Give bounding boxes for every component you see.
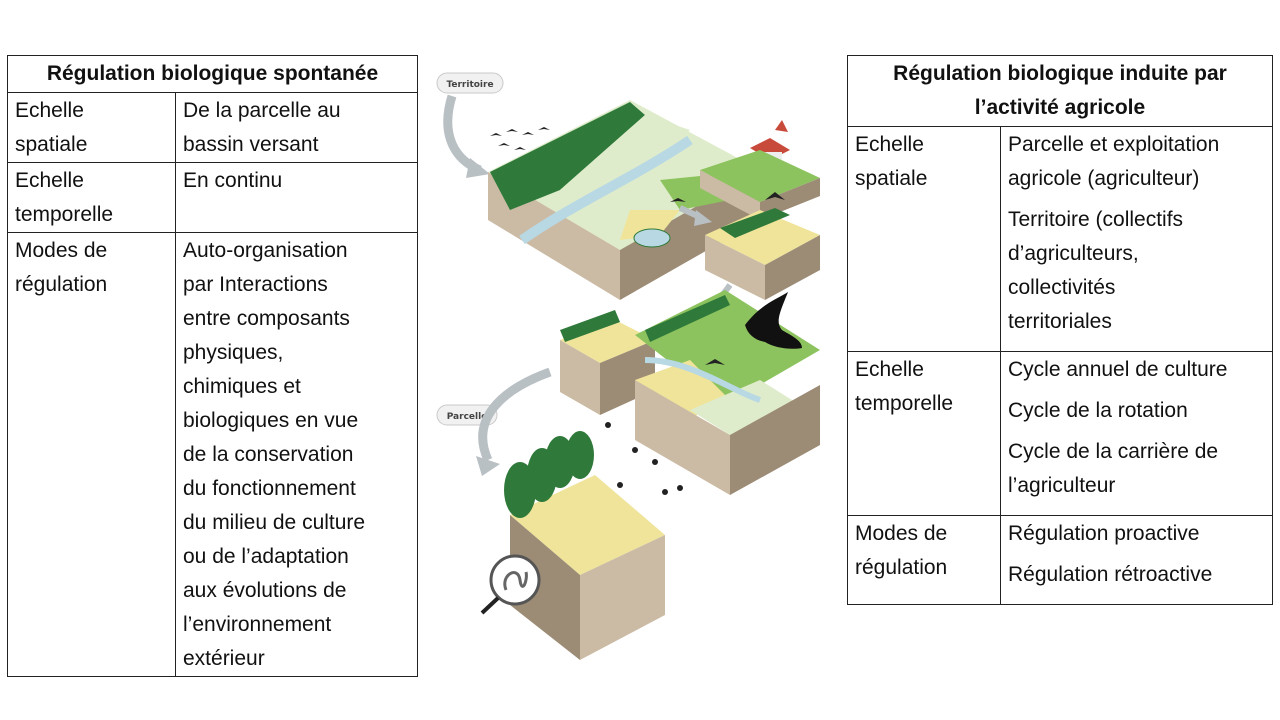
label-line: spatiale [855,167,928,190]
value-line: Cycle de la carrière de [1008,440,1219,463]
value-line: Cycle annuel de culture [1008,358,1228,381]
value-line: physiques, [183,341,284,364]
value-line: de la conservation [183,443,354,466]
value-line: aux évolutions de [183,579,347,602]
value-line: Cycle de la rotation [1008,399,1188,422]
farm-field-block [635,290,820,495]
zoom-arrow [443,94,482,175]
row-value: Auto-organisation par Interactions entre… [175,232,418,677]
insect-icons [605,422,683,495]
value-line: par Interactions [183,273,328,296]
bird-icon [670,198,686,202]
value-line: Auto-organisation [183,239,348,262]
value-line: d’agriculteurs, [1008,242,1139,265]
label-line: régulation [855,556,948,579]
value-line: l’agriculteur [1008,474,1116,497]
table-title: Régulation biologique induite par l’acti… [847,55,1273,127]
zoom-arrow [478,367,552,462]
value-line: du fonctionnement [183,477,356,500]
table-row: Modes de régulation Auto-organisation pa… [7,232,418,677]
bird-icon [765,192,785,200]
value-line: En continu [183,169,283,192]
spontaneous-regulation-table: Régulation biologique spontanée Echelle … [7,55,418,677]
row-label: Modes de régulation [847,515,1001,605]
induced-regulation-table: Régulation biologique induite par l’acti… [847,55,1273,605]
value-line: Parcelle et exploitation [1008,133,1220,156]
parcelle-tag-label: Parcelle [447,412,488,422]
label-line: temporelle [15,203,114,226]
title-line: l’activité agricole [974,96,1146,119]
label-line: spatiale [15,133,88,156]
label-line: Modes de [855,522,948,545]
table-title: Régulation biologique spontanée [7,55,418,93]
value-line: ou de l’adaptation [183,545,349,568]
table-row: Echelle temporelle En continu [7,162,418,233]
value-line: du milieu de culture [183,511,366,534]
label-line: temporelle [855,392,954,415]
magnifier-earthworm-icon [480,554,541,615]
value-line: biologiques en vue [183,409,359,432]
bird-icon [705,359,725,365]
territory-block [488,100,790,300]
value-line: l’environnement [183,613,332,636]
row-value: Cycle annuel de culture Cycle de la rota… [1000,351,1273,516]
parcel-block [504,431,665,660]
value-line: Régulation rétroactive [1008,563,1213,586]
territoire-tag: Territoire [436,72,504,94]
value-line: territoriales [1008,310,1112,333]
row-label: Echelle temporelle [847,351,1001,516]
row-value: Régulation proactive Régulation rétroact… [1000,515,1273,605]
value-line: entre composants [183,307,350,330]
label-line: Echelle [855,358,924,381]
row-label: Modes de régulation [7,232,176,677]
value-line: collectivités [1008,276,1116,299]
table-row: Modes de régulation Régulation proactive… [847,515,1273,605]
table-row: Echelle temporelle Cycle annuel de cultu… [847,351,1273,516]
table-row: Echelle spatiale De la parcelle au bassi… [7,92,418,163]
value-line: De la parcelle au [183,99,341,122]
label-line: régulation [15,273,108,296]
value-line: Territoire (collectifs [1008,208,1184,231]
row-value: De la parcelle au bassin versant [175,92,418,163]
hedge-field-block [705,208,820,300]
tree-icons [504,431,594,518]
value-line: extérieur [183,647,265,670]
title-line: Régulation biologique induite par [893,62,1227,85]
table-row: Echelle spatiale Parcelle et exploitatio… [847,126,1273,352]
value-line: Régulation proactive [1008,522,1200,545]
zoom-arrow-head [466,158,490,178]
label-line: Echelle [855,133,924,156]
zoom-arrow-head [476,456,500,476]
row-value: Parcelle et exploitation agricole (agric… [1000,126,1273,352]
value-line: chimiques et [183,375,301,398]
row-value: En continu [175,162,418,233]
large-bird-icon [745,292,802,349]
value-line: agricole (agriculteur) [1008,167,1200,190]
row-label: Echelle spatiale [7,92,176,163]
label-line: Modes de [15,239,108,262]
territoire-tag-label: Territoire [446,80,493,90]
row-label: Echelle spatiale [847,126,1001,352]
value-line: bassin versant [183,133,319,156]
landscape-scales-illustration: Territoire [436,72,820,660]
row-label: Echelle temporelle [7,162,176,233]
label-line: Echelle [15,99,84,122]
label-line: Echelle [15,169,84,192]
